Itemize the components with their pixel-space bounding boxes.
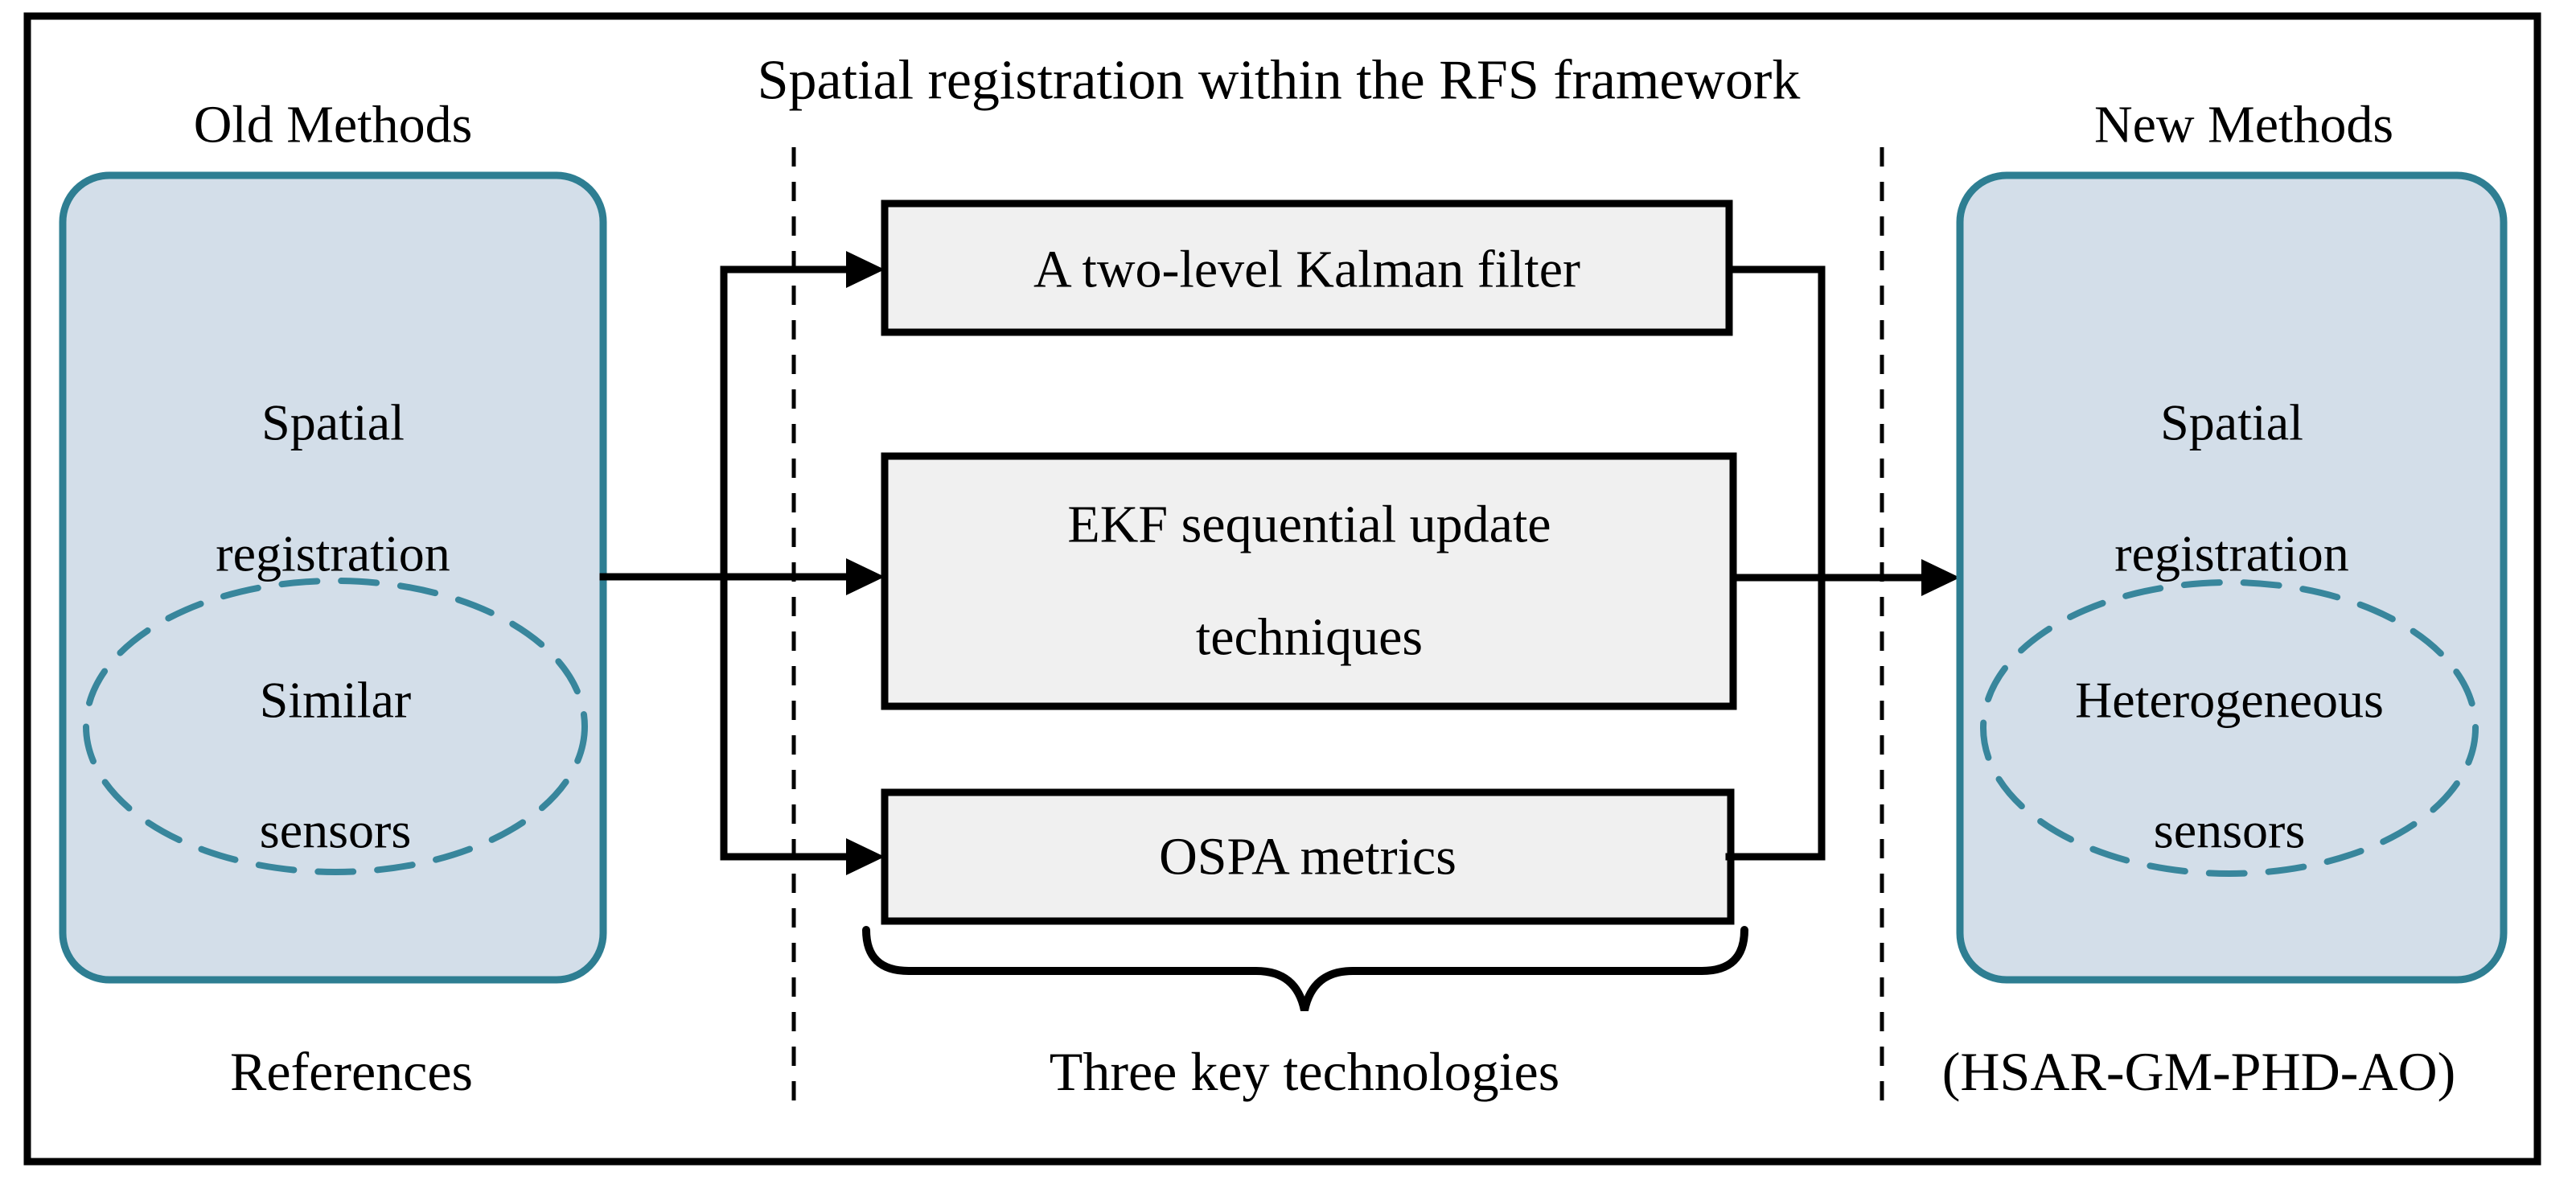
similar-label: Similar <box>260 672 411 729</box>
heterogeneous-label: Heterogeneous <box>2075 672 2384 729</box>
old-spatial-label: Spatial <box>261 394 405 451</box>
three-key-technologies-caption: Three key technologies <box>1050 1041 1559 1102</box>
new-spatial-label: Spatial <box>2160 394 2303 451</box>
new-sensors-label: sensors <box>2154 802 2305 859</box>
old-methods-panel: Old Methods Spatial registration Similar… <box>59 96 607 1102</box>
similar-sensors-dashed-ellipse <box>83 578 588 875</box>
old-registration-label: registration <box>216 525 450 582</box>
three-key-technologies-brace <box>862 926 1748 1012</box>
old-methods-heading: Old Methods <box>194 96 473 154</box>
ekf-update-label-line2: techniques <box>1196 608 1423 667</box>
top-input-arrowhead-icon <box>846 251 885 288</box>
fanin-connectors <box>1725 265 1960 861</box>
new-methods-panel: New Methods Spatial registration Heterog… <box>1942 96 2508 1102</box>
references-caption: References <box>230 1041 473 1102</box>
new-methods-heading: New Methods <box>2094 96 2393 154</box>
fanout-connectors <box>599 251 885 875</box>
heterogeneous-sensors-dashed-ellipse <box>1980 579 2479 877</box>
key-technology-boxes: A two-level Kalman filter EKF sequential… <box>881 200 1737 925</box>
hsar-gm-phd-ao-caption: (HSAR-GM-PHD-AO) <box>1942 1041 2455 1102</box>
new-registration-label: registration <box>2114 525 2348 582</box>
old-sensors-label: sensors <box>260 802 411 859</box>
middle-input-arrowhead-icon <box>846 558 885 595</box>
bottom-input-arrowhead-icon <box>846 838 885 875</box>
new-methods-box <box>1956 171 2508 984</box>
ekf-update-label-line1: EKF sequential update <box>1067 496 1551 554</box>
ospa-metrics-label: OSPA metrics <box>1159 828 1456 886</box>
ekf-update-box <box>881 452 1737 710</box>
kalman-filter-label: A two-level Kalman filter <box>1033 241 1580 299</box>
figure-border <box>23 12 2541 1166</box>
figure-title: Spatial registration within the RFS fram… <box>758 50 1801 112</box>
final-output-arrowhead-icon <box>1921 559 1960 596</box>
ospa-metrics-box <box>881 788 1735 925</box>
